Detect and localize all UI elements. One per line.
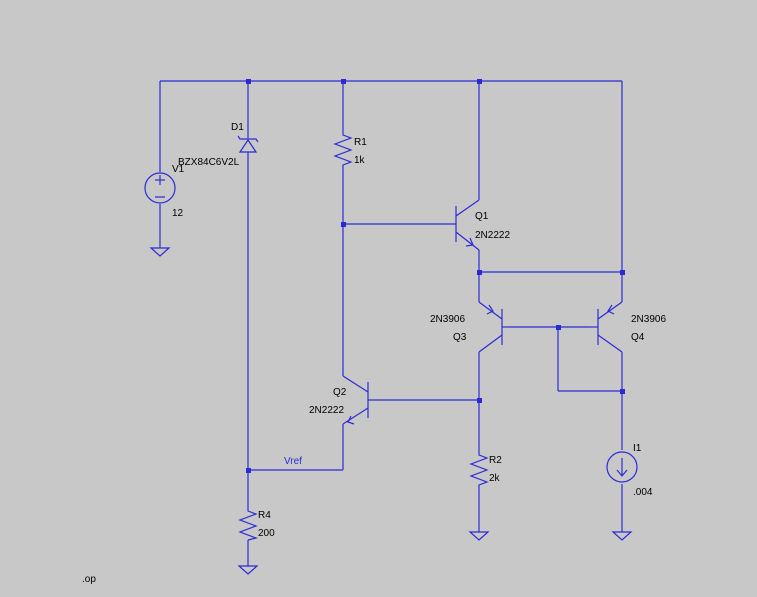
i1-value: .004 [633, 487, 653, 498]
q3-value: 2N3906 [430, 314, 465, 325]
wires [159, 80, 623, 566]
r4-name: R4 [258, 510, 271, 521]
zener-diode-d1[interactable]: D1 BZX84C6V2L [178, 122, 259, 168]
junction-dot [620, 270, 625, 275]
junction-dot [477, 270, 482, 275]
q4-name: Q4 [631, 332, 645, 343]
v1-name: V1 [172, 164, 185, 175]
r4-value: 200 [258, 528, 275, 539]
d1-value: BZX84C6V2L [178, 157, 240, 168]
voltage-source-v1[interactable]: V1 12 [144, 164, 185, 219]
ground-v1 [149, 247, 171, 257]
r1-value: 1k [354, 155, 366, 166]
junction-dot [341, 79, 346, 84]
junction-dot [620, 389, 625, 394]
q1-value: 2N2222 [475, 230, 510, 241]
q2-value: 2N2222 [309, 405, 344, 416]
junction-dot [477, 79, 482, 84]
junctions [246, 79, 625, 473]
r1-name: R1 [354, 137, 367, 148]
transistor-q2-npn[interactable]: Q2 2N2222 [309, 375, 378, 425]
q4-value: 2N3906 [631, 314, 666, 325]
resistor-r4[interactable]: R4 200 [238, 506, 275, 541]
v1-value: 12 [172, 208, 184, 219]
junction-dot [477, 398, 482, 403]
resistor-r2[interactable]: R2 2k [469, 450, 502, 488]
r2-name: R2 [489, 455, 502, 466]
transistor-q4-pnp[interactable]: 2N3906 Q4 [590, 301, 666, 353]
transistor-q3-pnp[interactable]: 2N3906 Q3 [430, 301, 510, 353]
spice-directive[interactable]: .op [82, 574, 96, 585]
q2-name: Q2 [333, 387, 347, 398]
junction-dot [556, 325, 561, 330]
ground-i1 [611, 531, 633, 541]
junction-dot [246, 468, 251, 473]
i1-name: I1 [633, 443, 642, 454]
resistor-r1[interactable]: R1 1k [333, 130, 367, 168]
q1-name: Q1 [475, 211, 489, 222]
current-source-i1[interactable]: I1 .004 [606, 443, 653, 498]
d1-name: D1 [231, 122, 244, 133]
ground-r4 [237, 565, 259, 575]
ground-r2 [468, 531, 490, 541]
net-label-vref[interactable]: Vref [284, 456, 302, 467]
transistor-q1-npn[interactable]: Q1 2N2222 [448, 199, 510, 251]
r2-value: 2k [489, 473, 501, 484]
junction-dot [246, 79, 251, 84]
junction-dot [341, 222, 346, 227]
q3-name: Q3 [453, 332, 467, 343]
